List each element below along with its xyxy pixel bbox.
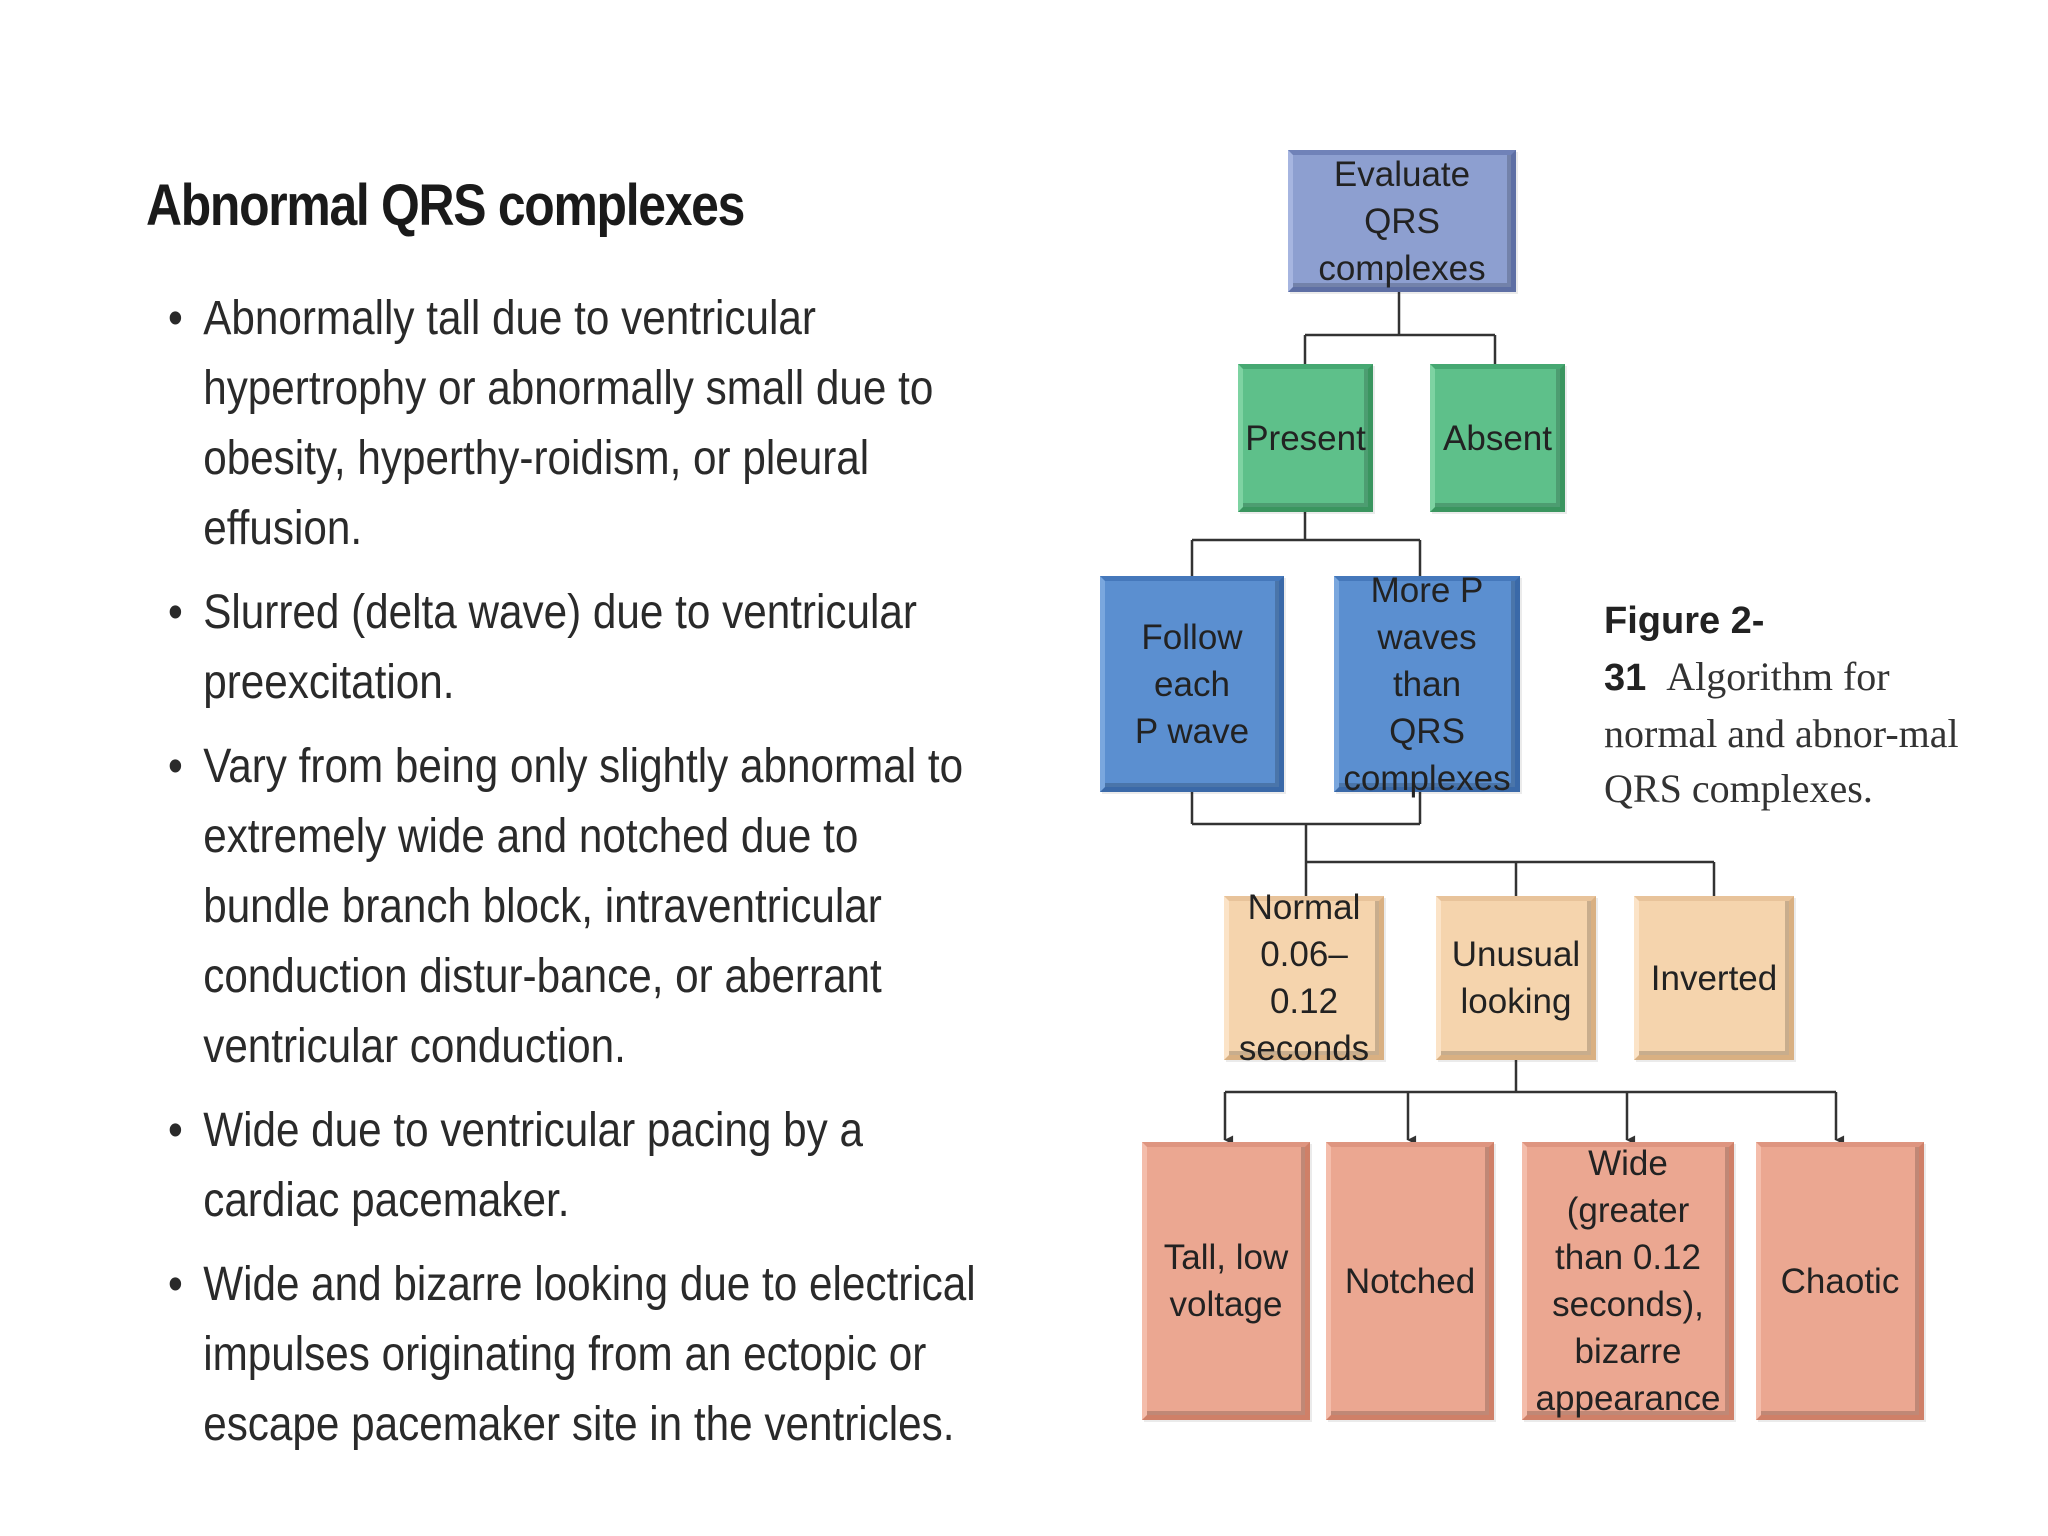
slide-title: Abnormal QRS complexes <box>146 173 745 238</box>
bullet-item: Vary from being only slightly abnormal t… <box>168 732 986 1082</box>
node-chaotic: Chaotic <box>1756 1142 1924 1420</box>
connector-qrs-types <box>1304 860 1716 898</box>
node-follow-p-wave: Follow each P wave <box>1100 576 1284 792</box>
figure-caption-text: Algorithm for normal and abnor-mal QRS c… <box>1604 654 1959 811</box>
connector-merge <box>1190 790 1422 862</box>
bullet-item: Slurred (delta wave) due to ventricular … <box>168 578 986 718</box>
bullet-item: Wide and bizarre looking due to electric… <box>168 1250 986 1460</box>
node-present: Present <box>1238 364 1373 512</box>
node-tall-low-voltage: Tall, low voltage <box>1142 1142 1310 1420</box>
connector-unusual <box>1225 1060 1836 1094</box>
bullet-list: Abnormally tall due to ventricular hyper… <box>168 284 986 1474</box>
node-notched: Notched <box>1326 1142 1494 1420</box>
node-wide-bizarre: Wide (greater than 0.12 seconds), bizarr… <box>1522 1142 1734 1420</box>
node-evaluate-qrs: Evaluate QRS complexes <box>1288 150 1516 292</box>
bullet-item: Abnormally tall due to ventricular hyper… <box>168 284 986 564</box>
connector-root <box>1303 290 1497 365</box>
bullet-item: Wide due to ventricular pacing by a card… <box>168 1096 986 1236</box>
node-normal: Normal 0.06–0.12 seconds <box>1224 888 1384 1068</box>
node-more-p-waves: More P waves than QRS complexes <box>1334 571 1520 798</box>
node-unusual: Unusual looking <box>1436 896 1596 1060</box>
connector-present <box>1190 510 1422 578</box>
figure-label: Figure 2-31 <box>1604 600 1765 699</box>
node-absent: Absent <box>1430 364 1565 512</box>
node-inverted: Inverted <box>1634 896 1794 1060</box>
